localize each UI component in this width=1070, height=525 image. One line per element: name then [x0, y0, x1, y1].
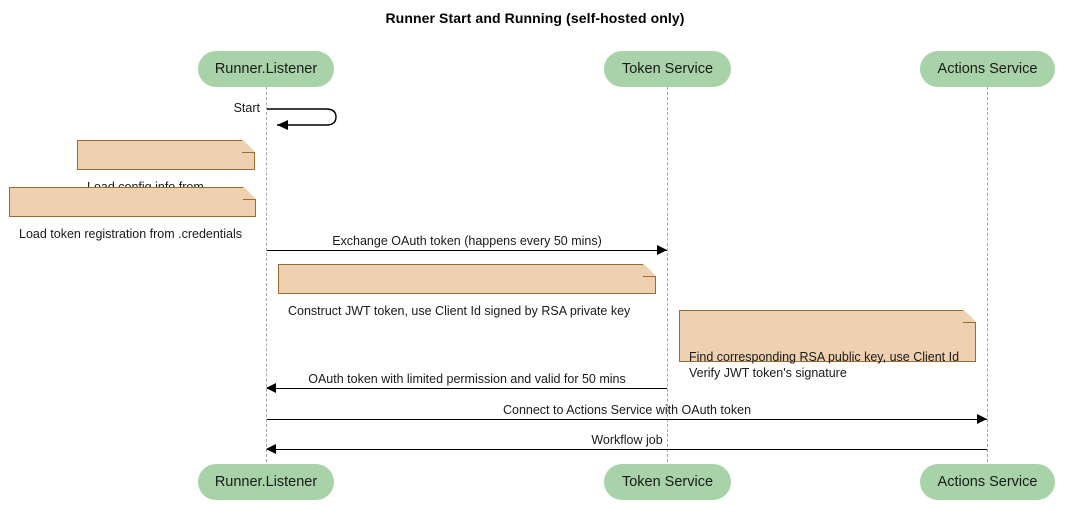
- participant-bottom-actions-service[interactable]: Actions Service: [920, 464, 1055, 500]
- message-label-connect-actions-service: Connect to Actions Service with OAuth to…: [502, 403, 752, 417]
- participant-bottom-runner-listener[interactable]: Runner.Listener: [198, 464, 334, 500]
- note-construct-jwt-token: Construct JWT token, use Client Id signe…: [278, 264, 656, 318]
- participant-label: Actions Service: [937, 61, 1038, 77]
- participant-label: Token Service: [621, 61, 714, 77]
- message-label-workflow-job: Workflow job: [591, 433, 663, 447]
- note-text: Construct JWT token, use Client Id signe…: [288, 304, 631, 318]
- message-arrow-oauth-token-limited: [267, 388, 667, 389]
- message-label-oauth-token-limited: OAuth token with limited permission and …: [308, 372, 626, 386]
- message-label-start: Start: [233, 101, 260, 115]
- arrowhead-right-icon: [977, 414, 987, 424]
- participant-bottom-token-service[interactable]: Token Service: [604, 464, 731, 500]
- diagram-title: Runner Start and Running (self-hosted on…: [385, 10, 685, 26]
- message-label-exchange-oauth-token: Exchange OAuth token (happens every 50 m…: [332, 234, 602, 248]
- note-load-token-registration: Load token registration from .credential…: [9, 187, 256, 241]
- participant-label: Token Service: [621, 474, 714, 490]
- participant-top-token-service[interactable]: Token Service: [604, 51, 731, 87]
- note-find-rsa-public-key: Find corresponding RSA public key, use C…: [679, 310, 976, 380]
- lifeline-token-service: [667, 87, 668, 462]
- note-fold-icon: [243, 187, 256, 200]
- participant-top-actions-service[interactable]: Actions Service: [920, 51, 1055, 87]
- arrowhead-left-icon: [266, 383, 276, 393]
- message-arrow-connect-actions-service: [267, 419, 987, 420]
- participant-label: Runner.Listener: [214, 474, 318, 490]
- note-text: Find corresponding RSA public key, use C…: [689, 350, 960, 380]
- message-arrow-exchange-oauth-token: [267, 250, 667, 251]
- participant-top-runner-listener[interactable]: Runner.Listener: [198, 51, 334, 87]
- arrowhead-right-icon: [657, 245, 667, 255]
- note-fold-icon: [643, 264, 656, 277]
- participant-label: Runner.Listener: [214, 61, 318, 77]
- participant-label: Actions Service: [937, 474, 1038, 490]
- arrowhead-left-icon: [266, 444, 276, 454]
- note-load-config-info: Load config info from .runner: [77, 140, 255, 210]
- note-text: Load token registration from .credential…: [19, 227, 243, 241]
- message-arrow-start-selfloop: [267, 108, 337, 130]
- note-fold-icon: [242, 140, 255, 153]
- lifeline-runner-listener: [266, 87, 267, 462]
- note-fold-icon: [963, 310, 976, 323]
- lifeline-actions-service: [987, 87, 988, 462]
- message-arrow-workflow-job: [267, 449, 987, 450]
